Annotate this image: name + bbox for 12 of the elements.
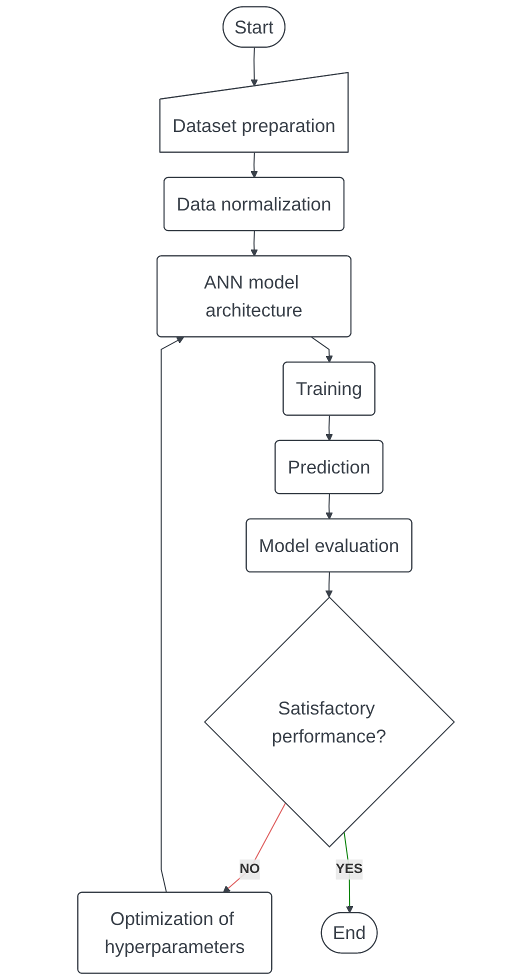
node-diamond: Satisfactory performance? xyxy=(204,596,455,848)
arrow xyxy=(326,416,333,442)
arrow xyxy=(160,336,184,893)
arrow xyxy=(250,152,258,178)
arrow xyxy=(222,802,286,894)
edge-label: YES xyxy=(336,862,363,876)
arrow xyxy=(325,572,333,598)
edge-label: NO xyxy=(240,862,260,876)
arrow xyxy=(311,336,333,363)
arrow xyxy=(250,48,258,87)
arrow xyxy=(326,494,333,520)
arrow xyxy=(250,230,258,257)
